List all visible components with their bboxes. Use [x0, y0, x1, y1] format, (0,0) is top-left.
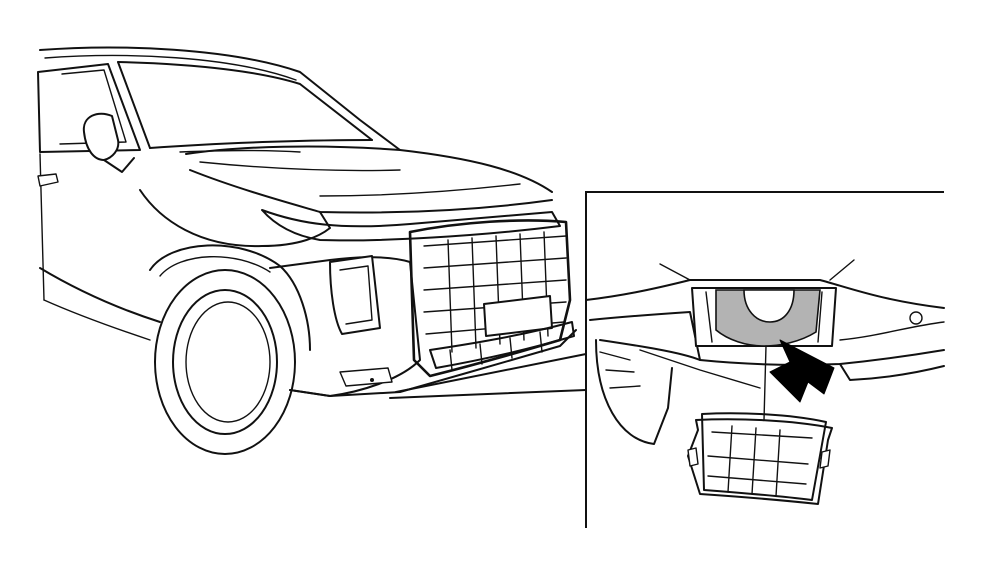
- hood-front-edge: [189, 169, 553, 214]
- detail-inset: [585, 191, 945, 528]
- body-side-lower: [39, 267, 161, 323]
- side-mirror: [82, 112, 120, 161]
- roof-rail: [44, 54, 297, 81]
- front-tire: [154, 269, 296, 455]
- side-window: [37, 63, 141, 153]
- detail-suspension: [599, 351, 641, 389]
- detail-bumper-right-lower: [839, 363, 945, 381]
- detail-arm: [639, 349, 761, 389]
- mirror-arm: [103, 157, 135, 173]
- lower-reflector: [339, 367, 393, 387]
- door-handle: [37, 173, 59, 187]
- cover-clip-right: [819, 449, 831, 469]
- wiper: [179, 149, 301, 153]
- cover-inner-grid: [707, 425, 813, 497]
- fog-light-inner: [339, 265, 373, 325]
- wheel-arch-inner: [159, 256, 271, 277]
- roof-line: [39, 46, 401, 151]
- windshield-base: [149, 139, 373, 149]
- headlight: [261, 209, 561, 242]
- hood-crease: [199, 161, 401, 172]
- hood-outline: [185, 145, 553, 193]
- wheel-arch: [149, 244, 311, 351]
- rocker: [43, 299, 151, 341]
- grille-surround: [408, 219, 572, 378]
- opening-right-rib: [817, 291, 823, 343]
- hood-bulge: [319, 183, 521, 197]
- a-pillar: [117, 61, 151, 149]
- detail-bolt: [909, 311, 923, 325]
- windshield-top: [117, 61, 373, 141]
- detail-bumper-right-detail: [839, 321, 945, 341]
- detail-bumper-upper-right: [829, 259, 855, 281]
- bumper-lower: [289, 329, 577, 397]
- suv-vehicle: [37, 46, 587, 455]
- detail-bumper-top: [585, 279, 945, 309]
- reflector-dot: [370, 378, 374, 382]
- front-fender: [139, 189, 331, 248]
- leader-line-upper: [395, 353, 587, 393]
- detail-bumper-lower-edge: [599, 339, 701, 361]
- fog-light: [329, 255, 381, 335]
- opening-left-rib: [705, 291, 713, 343]
- pointer-arrow-icon: [769, 339, 835, 403]
- detail-bumper-face: [589, 311, 945, 366]
- front-rim-inner: [185, 301, 271, 423]
- cover-clip-left: [687, 447, 699, 467]
- skid-plate-tabs: [449, 331, 543, 371]
- tow-hook-bore: [743, 289, 795, 323]
- detail-wheel-fragment: [595, 339, 673, 445]
- leader-line-lower: [389, 389, 587, 399]
- inset-frame: [585, 191, 944, 528]
- cover-rim: [687, 418, 833, 505]
- cover-tether: [763, 345, 767, 421]
- skid-plate: [429, 321, 575, 369]
- detail-bumper-upper-left: [659, 263, 691, 281]
- front-rim: [172, 289, 278, 435]
